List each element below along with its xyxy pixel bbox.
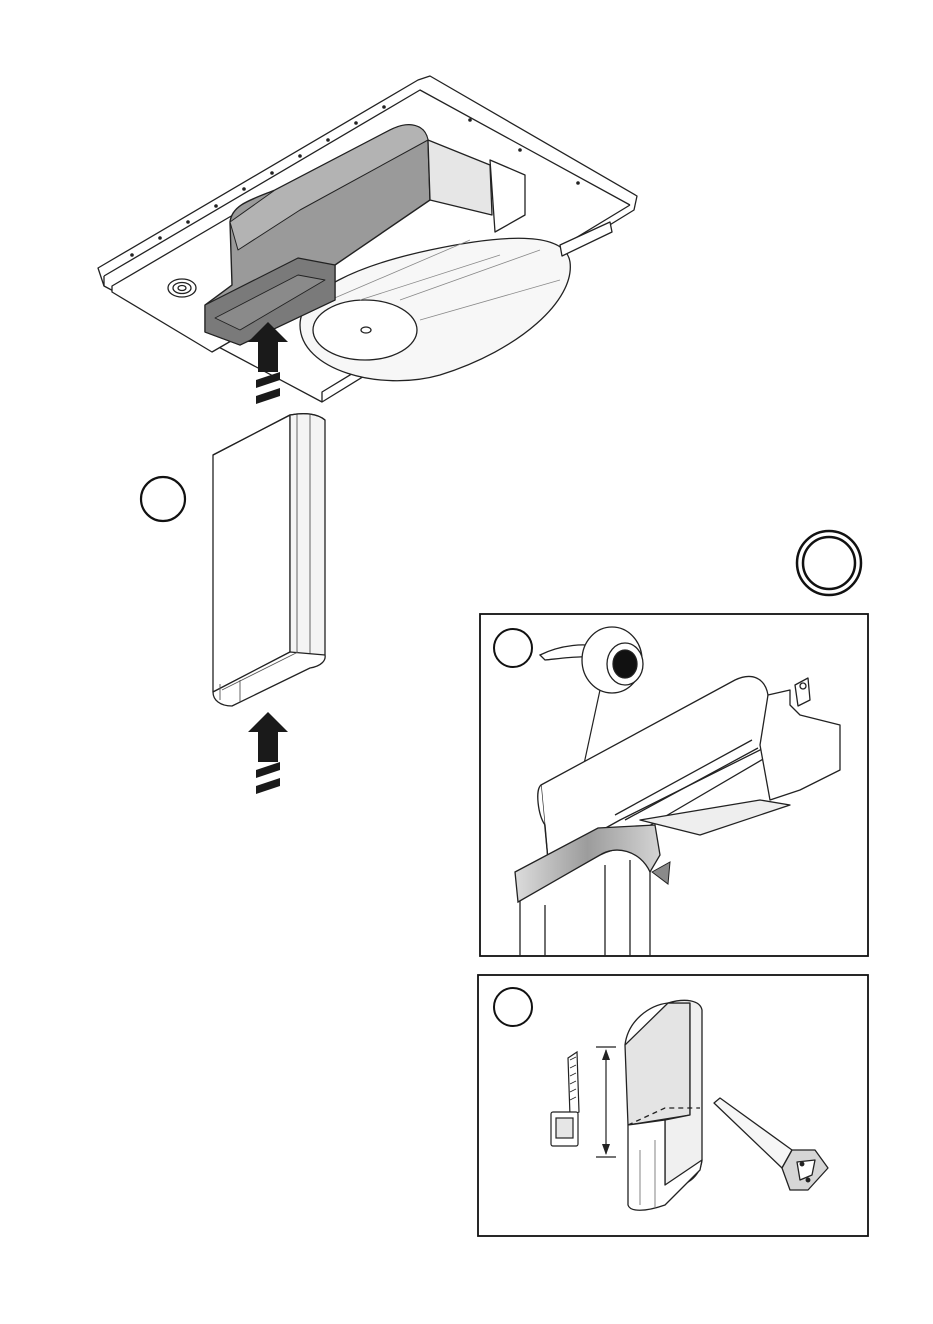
- arrow-up-icon: [248, 712, 288, 794]
- step-badge-double: [797, 531, 861, 595]
- vertical-duct-front: [213, 415, 290, 692]
- hob-appliance: [98, 76, 637, 402]
- fan-hub: [361, 327, 371, 333]
- step-badge-main: [141, 477, 185, 521]
- panel-tape-sealing: [480, 614, 868, 956]
- panel-measure-cut: [478, 975, 868, 1236]
- vertical-duct: [213, 414, 325, 706]
- panel-a-badge: [494, 629, 532, 667]
- panel-b-badge: [494, 988, 532, 1026]
- vertical-duct-side: [290, 414, 325, 659]
